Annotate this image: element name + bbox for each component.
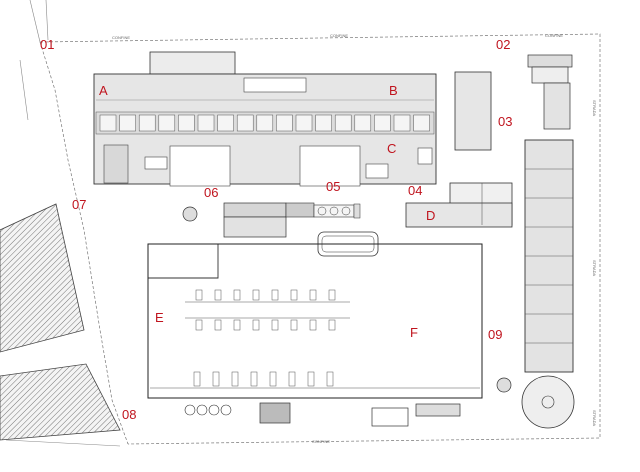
label-04: 04: [408, 183, 423, 198]
building-abc: [93, 51, 437, 187]
boundary-text-right-a: STRADA: [592, 100, 597, 117]
road-left: [5, 0, 121, 447]
silo-large-inner: [541, 395, 555, 409]
silo-small: [496, 377, 512, 393]
bay-cell: [374, 114, 391, 132]
label-09: 09: [488, 327, 503, 342]
bay-cell: [178, 114, 195, 132]
label-06: 06: [204, 185, 219, 200]
boundary-text-right-b: STRADA: [592, 260, 597, 277]
bay-cell: [217, 114, 234, 132]
bay-cell: [295, 114, 313, 132]
bay-cell: [119, 114, 136, 132]
label-08: 08: [122, 407, 137, 422]
label-d: D: [426, 208, 436, 223]
label-01: 01: [40, 37, 55, 52]
boundary-text-top-center: CONFINE: [330, 33, 348, 38]
bay-cell: [354, 114, 372, 132]
bay-cell: [393, 114, 411, 132]
hatched-building-07: [0, 203, 85, 353]
boundary-text-right-c: STRADA: [592, 410, 597, 427]
bay-cell: [334, 114, 352, 132]
boundary-text-top-left: CONFINE: [112, 35, 130, 40]
label-b: B: [389, 83, 398, 98]
bay-cell: [413, 114, 430, 132]
building-02-equipment: [527, 54, 573, 130]
bay-cell: [158, 114, 176, 132]
site-boundary: [39, 33, 601, 445]
bay-cell: [256, 114, 274, 132]
label-05: 05: [326, 179, 341, 194]
label-a: A: [99, 83, 108, 98]
building-d: [405, 182, 513, 228]
bay-cell: [315, 114, 332, 132]
label-03: 03: [498, 114, 513, 129]
label-e: E: [155, 310, 164, 325]
label-07: 07: [72, 197, 87, 212]
label-c: C: [387, 141, 397, 156]
building-09-long: [524, 139, 574, 373]
hatched-building-08: [0, 363, 121, 441]
label-f: F: [410, 325, 418, 340]
bay-cell: [276, 114, 293, 132]
boundary-text-top-right: CONFINE: [545, 33, 563, 38]
yard-items: [182, 202, 379, 257]
silo-large: [521, 375, 575, 429]
building-03: [454, 71, 492, 151]
bay-cell: [99, 114, 117, 132]
building-ef: [147, 243, 483, 427]
bay-cell: [197, 114, 215, 132]
bay-cell: [236, 114, 254, 132]
boundary-text-bottom: CONFINE: [312, 439, 330, 444]
bay-cell: [138, 114, 156, 132]
label-02: 02: [496, 37, 511, 52]
